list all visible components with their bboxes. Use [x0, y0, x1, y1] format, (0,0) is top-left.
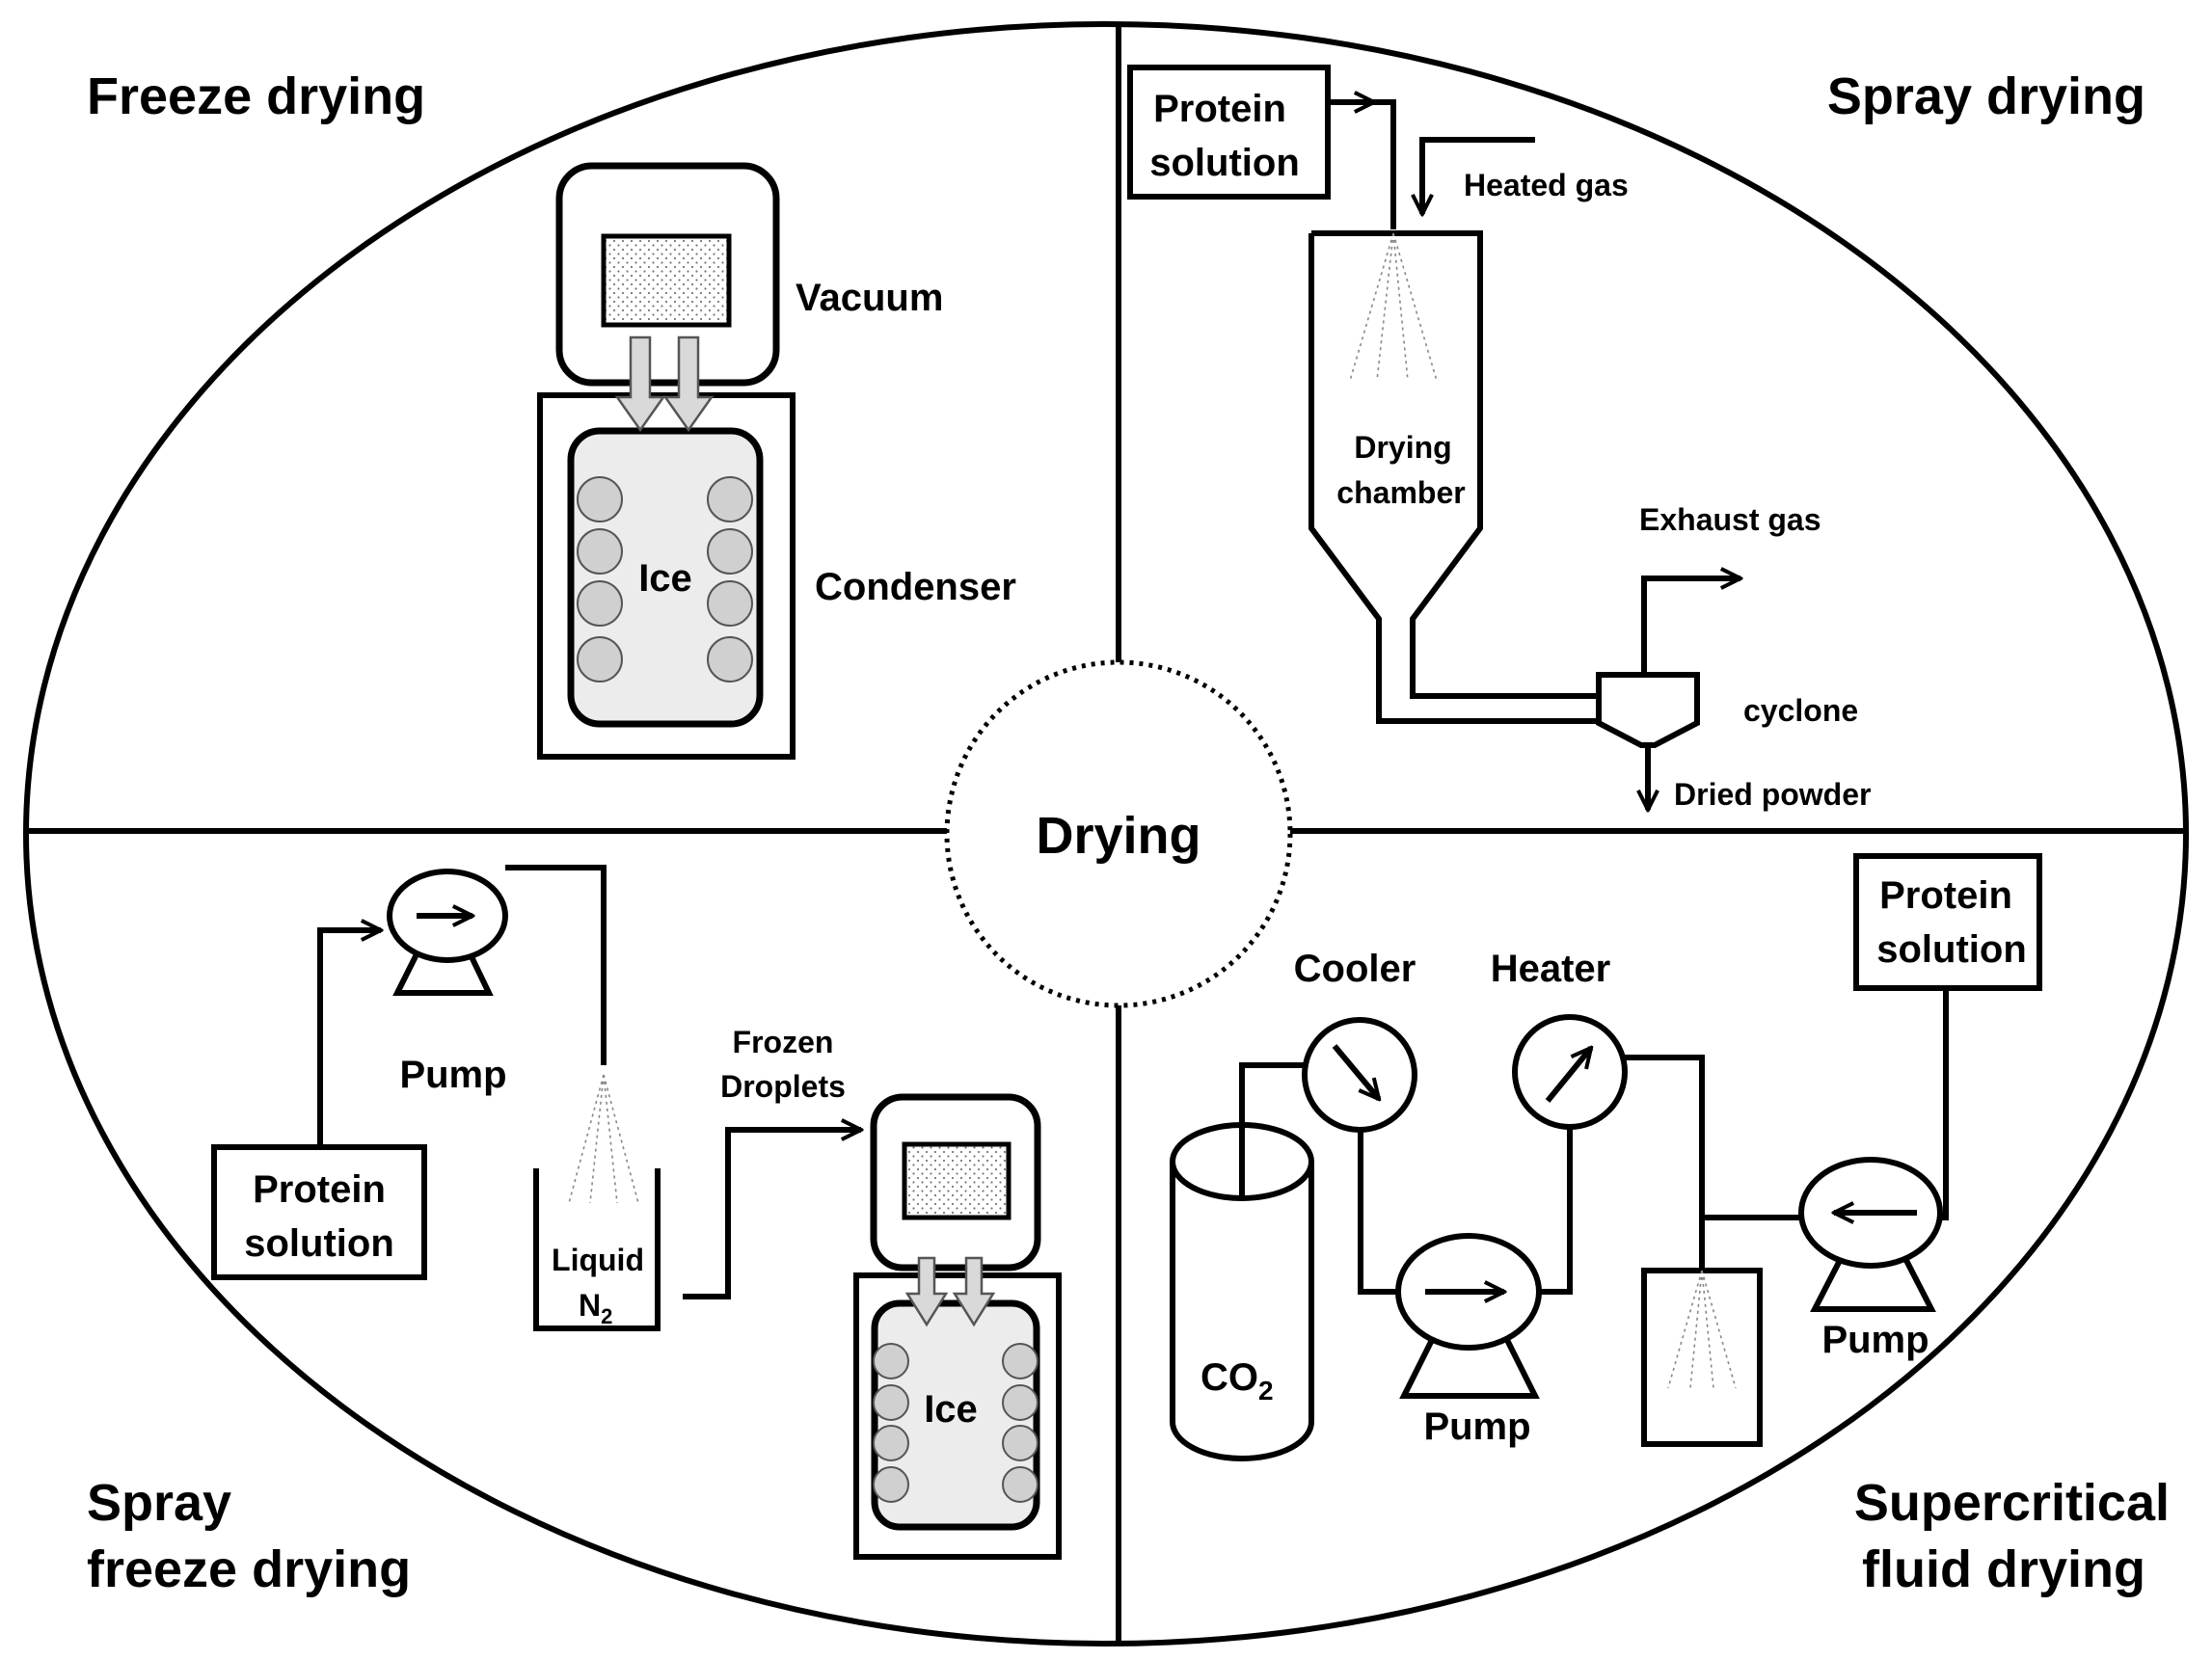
center-label: Drying: [1036, 807, 1200, 865]
ice-ball-icon: [1002, 1466, 1039, 1503]
spray-line: [1349, 232, 1394, 382]
cooler-arrow-icon: [1332, 1044, 1379, 1099]
spray-line: [1667, 1270, 1703, 1389]
drying-chamber-line2: chamber: [1336, 475, 1465, 510]
exhaust-gas-label: Exhaust gas: [1639, 502, 1821, 537]
protein-solution-box: [1127, 65, 1331, 200]
cooler-label: Cooler: [1294, 948, 1416, 990]
spray-line: [1392, 232, 1438, 382]
spray-drying-panel: Spray drying Protein solution Heated gas…: [1127, 65, 2145, 812]
ice-label: Ice: [638, 557, 692, 600]
cooler-to-pump-line: [1358, 1113, 1398, 1295]
n2-label: N2: [579, 1288, 612, 1328]
center-circle: [944, 659, 1293, 1008]
ice-label: Ice: [924, 1388, 978, 1431]
drying-chamber-outlet: [1308, 233, 1599, 724]
ice-ball-icon: [707, 476, 753, 522]
frozen-droplets-line1: Frozen: [733, 1025, 834, 1059]
vapor-arrow-icon: [952, 1256, 996, 1327]
ice-ball-icon: [1002, 1425, 1039, 1461]
heater-outlet-line: [1625, 1055, 1705, 1271]
feed-line: [1328, 99, 1396, 229]
protein-solution-line2: solution: [1876, 928, 2027, 971]
co2-label: CO2: [1200, 1356, 1274, 1406]
spray-line: [603, 1074, 639, 1204]
ice-ball-icon: [707, 580, 753, 627]
protein-solution-box: [211, 1144, 427, 1280]
collection-vessel: [1641, 1268, 1763, 1447]
ice-ball-icon: [1002, 1343, 1039, 1379]
co2-outlet-line: [1239, 1062, 1307, 1200]
spray-line: [1701, 1270, 1737, 1389]
freeze-drying-panel: Freeze drying Vacuum Ice Condenser: [87, 67, 1016, 760]
pump-outlet-line: [505, 865, 607, 1065]
droplet-transfer-arrow-icon: [683, 1130, 861, 1299]
ice-container: [871, 1299, 1040, 1531]
spray-freeze-drying-title-line1: Spray: [87, 1474, 231, 1532]
ice-ball-icon: [577, 476, 623, 522]
condenser-label: Condenser: [815, 566, 1016, 608]
drying-chamber-line1: Drying: [1354, 430, 1451, 465]
ice-ball-icon: [707, 636, 753, 683]
spray-freeze-drying-title-line2: freeze drying: [87, 1540, 411, 1598]
cyclone-label: cyclone: [1743, 693, 1858, 728]
pump-center-label: Pump: [1423, 1406, 1530, 1448]
protein-solution-box: [1853, 853, 2042, 991]
product-tray: [902, 1141, 1012, 1220]
drying-chamber: [1311, 230, 1599, 699]
spray-line: [589, 1074, 605, 1204]
vacuum-label: Vacuum: [796, 277, 943, 319]
ice-ball-icon: [873, 1384, 909, 1421]
heater-arrow-icon: [1545, 1048, 1591, 1103]
ice-ball-icon: [873, 1466, 909, 1503]
ice-ball-icon: [577, 580, 623, 627]
vapor-arrow-icon: [614, 335, 666, 433]
vapor-arrow-icon: [904, 1256, 949, 1327]
vapor-arrow-icon: [662, 335, 715, 433]
pump-right-label: Pump: [1821, 1319, 1929, 1361]
protein-solution-line2: solution: [244, 1222, 394, 1265]
ice-ball-icon: [577, 528, 623, 575]
ice-ball-icon: [577, 636, 623, 683]
ice-ball-icon: [873, 1425, 909, 1461]
spray-line: [1392, 232, 1409, 382]
spray-line: [1376, 232, 1394, 382]
heated-gas-label: Heated gas: [1464, 168, 1629, 202]
supercritical-title-line1: Supercritical: [1854, 1474, 2170, 1532]
frozen-droplets-line2: Droplets: [720, 1069, 846, 1104]
protein-solution-line1: Protein: [1153, 88, 1286, 130]
supercritical-title-line2: fluid drying: [1862, 1540, 2145, 1598]
ice-ball-icon: [707, 528, 753, 575]
spray-line: [568, 1074, 605, 1204]
ice-ball-icon: [1002, 1384, 1039, 1421]
freeze-drying-title: Freeze drying: [87, 67, 425, 125]
ice-ball-icon: [873, 1343, 909, 1379]
protein-feed-line: [1940, 988, 1949, 1220]
cyclone: [1596, 672, 1700, 748]
liquid-n2-container: [533, 1168, 661, 1331]
dried-powder-label: Dried powder: [1674, 777, 1871, 812]
feed-line: [317, 930, 381, 1147]
spray-line: [603, 1074, 618, 1204]
spray-drying-title: Spray drying: [1827, 67, 2145, 125]
exhaust-gas-arrow-icon: [1641, 578, 1740, 673]
pump-label: Pump: [399, 1054, 506, 1096]
co2-cylinder: [1170, 1162, 1314, 1461]
protein-solution-line1: Protein: [1879, 874, 2012, 917]
heated-gas-arrow-icon: [1422, 137, 1535, 214]
protein-solution-line1: Protein: [253, 1168, 386, 1211]
heater-label: Heater: [1491, 948, 1611, 990]
supercritical-fluid-drying-panel: Supercritical fluid drying CO2 Cooler He…: [1170, 853, 2170, 1598]
liquid-label: Liquid: [552, 1243, 644, 1277]
spray-freeze-drying-panel: Spray freeze drying Protein solution Pum…: [87, 865, 1062, 1598]
pump-to-heater-line: [1538, 1113, 1573, 1295]
protein-solution-line2: solution: [1149, 142, 1300, 184]
product-tray: [601, 233, 732, 328]
